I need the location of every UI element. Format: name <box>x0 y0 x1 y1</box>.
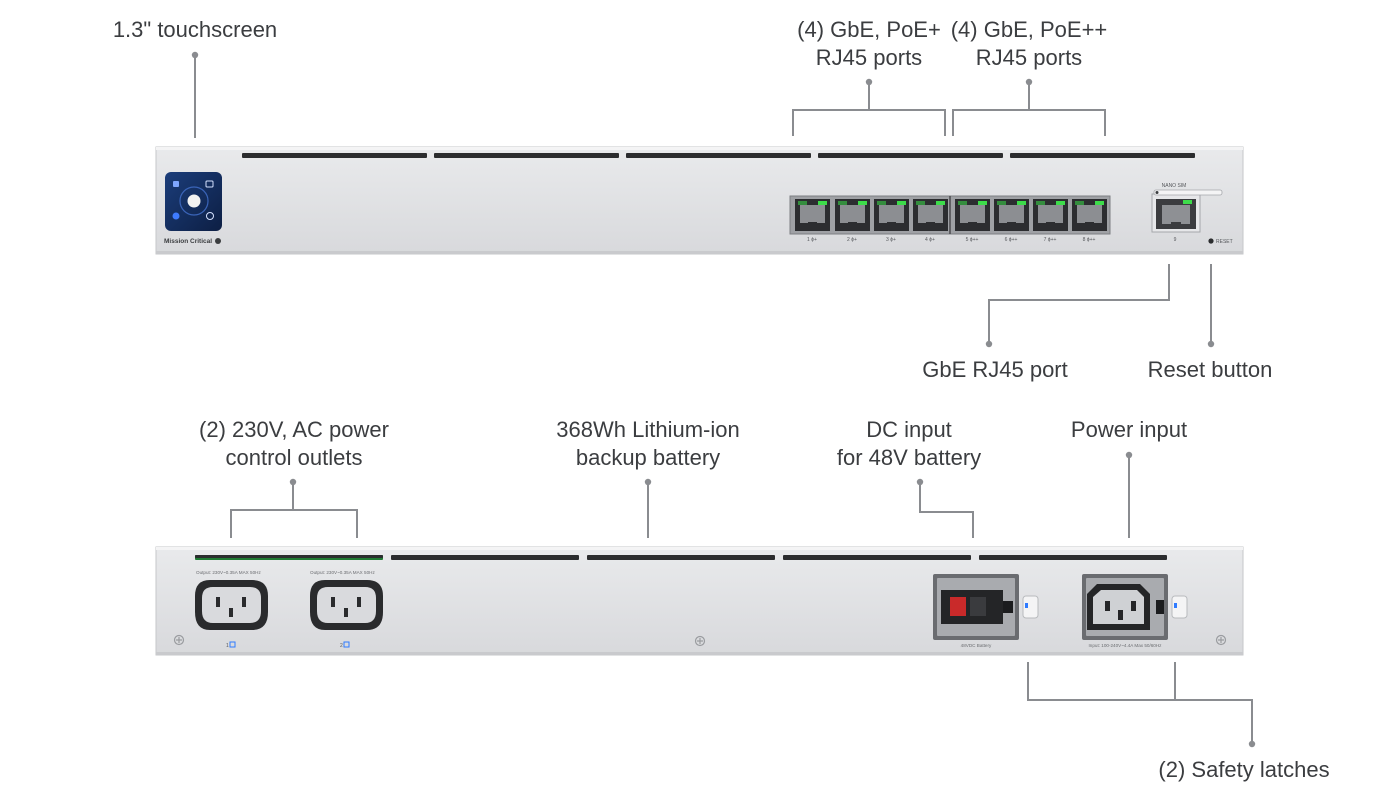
rj45-port-6[interactable] <box>994 199 1029 231</box>
rj45-port-2[interactable] <box>835 199 870 231</box>
outlet-2-indicator <box>343 641 350 648</box>
callout-safety-latches: (2) Safety latches <box>1158 757 1330 782</box>
callout-battery: 368Wh Lithium-ion backup battery <box>556 417 740 470</box>
leader-poe-plusplus <box>952 82 1106 136</box>
port-led <box>936 201 945 205</box>
power-input-inlet[interactable] <box>1082 574 1168 640</box>
port-label: 7 ϕ++ <box>1044 237 1057 243</box>
callout-reset-button: Reset button <box>1147 357 1273 382</box>
leader-safety-latches <box>1027 662 1253 744</box>
outlet-2-number: 2 <box>340 643 343 649</box>
nano-sim-slot[interactable] <box>1153 189 1223 196</box>
dc-input-connector[interactable] <box>933 574 1019 640</box>
port-led <box>1017 201 1026 205</box>
sim-label: NANO SIM <box>1162 183 1187 189</box>
port-label: 8 ϕ++ <box>1083 237 1096 243</box>
outlet-1-indicator <box>229 641 236 648</box>
reset-label: RESET <box>1216 239 1233 245</box>
rear-vents <box>195 555 1167 560</box>
rj45-port-4[interactable] <box>913 199 948 231</box>
uplink-label: 9 <box>1174 237 1177 243</box>
port-label: 3 ϕ+ <box>886 237 896 243</box>
touchscreen-icon[interactable] <box>165 172 222 231</box>
port-led <box>978 201 987 205</box>
port-labels: 1 ϕ+ 2 ϕ+ 3 ϕ+ 4 ϕ+ 5 ϕ++ 6 ϕ++ 7 ϕ++ 8 ϕ++ <box>807 237 1095 243</box>
front-panel: Mission Critical 1 ϕ+ 2 ϕ+ 3 ϕ+ 4 ϕ+ 5 ϕ++ 6 … <box>155 146 1244 255</box>
outlet-1-rating: Output: 230V~0.35A MAX 50Hz <box>196 570 261 575</box>
latch-icon[interactable] <box>1171 595 1188 619</box>
port-led <box>897 201 906 205</box>
leader-dc-input <box>919 482 974 538</box>
ac-outlet-2[interactable] <box>310 580 383 630</box>
leader-poe-plus <box>792 82 946 136</box>
callout-ac-outlets: (2) 230V, AC power control outlets <box>199 417 389 470</box>
callout-power-input: Power input <box>1070 417 1188 442</box>
callout-dc-input: DC input for 48V battery <box>836 417 982 470</box>
rj45-port-1[interactable] <box>795 199 830 231</box>
leader-gbe-port <box>988 264 1170 344</box>
leader-lines <box>194 55 1253 744</box>
rj45-port-3[interactable] <box>874 199 909 231</box>
outlet-2-rating: Output: 230V~0.35A MAX 50Hz <box>310 570 375 575</box>
outlet-1-number: 1 <box>226 643 229 649</box>
port-led <box>1056 201 1065 205</box>
brand-mark-icon <box>215 238 221 244</box>
leader-dots <box>191 51 1256 748</box>
port-label: 5 ϕ++ <box>966 237 979 243</box>
port-label: 2 ϕ+ <box>847 237 857 243</box>
callout-gbe-port: GbE RJ45 port <box>922 357 1068 382</box>
rj45-port-7[interactable] <box>1033 199 1068 231</box>
port-led <box>858 201 867 205</box>
port-led <box>1095 201 1104 205</box>
port-label: 1 ϕ+ <box>807 237 817 243</box>
ac-outlet-1[interactable] <box>195 580 268 630</box>
callout-poe-plus: (4) GbE, PoE+ RJ45 ports <box>797 17 941 70</box>
latch-icon[interactable] <box>1022 595 1039 619</box>
port-label: 6 ϕ++ <box>1005 237 1018 243</box>
port-label: 4 ϕ+ <box>925 237 935 243</box>
callout-touchscreen: 1.3" touchscreen <box>112 17 278 42</box>
uplink-port-9[interactable] <box>1151 193 1201 233</box>
reset-button[interactable] <box>1208 238 1214 244</box>
front-vents <box>242 153 1195 158</box>
rear-panel: Output: 230V~0.35A MAX 50Hz 1 Output: 23… <box>155 546 1244 656</box>
dc-label: 48VDC Battery <box>961 643 992 648</box>
leader-ac-outlets <box>230 482 358 538</box>
screw-icon <box>173 634 1227 647</box>
callout-poe-plusplus: (4) GbE, PoE++ RJ45 ports <box>950 17 1108 70</box>
brand-label: Mission Critical <box>164 238 212 245</box>
rj45-port-5[interactable] <box>955 199 990 231</box>
rj45-ports <box>795 199 1107 231</box>
ac-label: Input: 100-240V~4.4A Max 50/60Hz <box>1089 643 1163 648</box>
port-led <box>818 201 827 205</box>
rj45-port-8[interactable] <box>1072 199 1107 231</box>
